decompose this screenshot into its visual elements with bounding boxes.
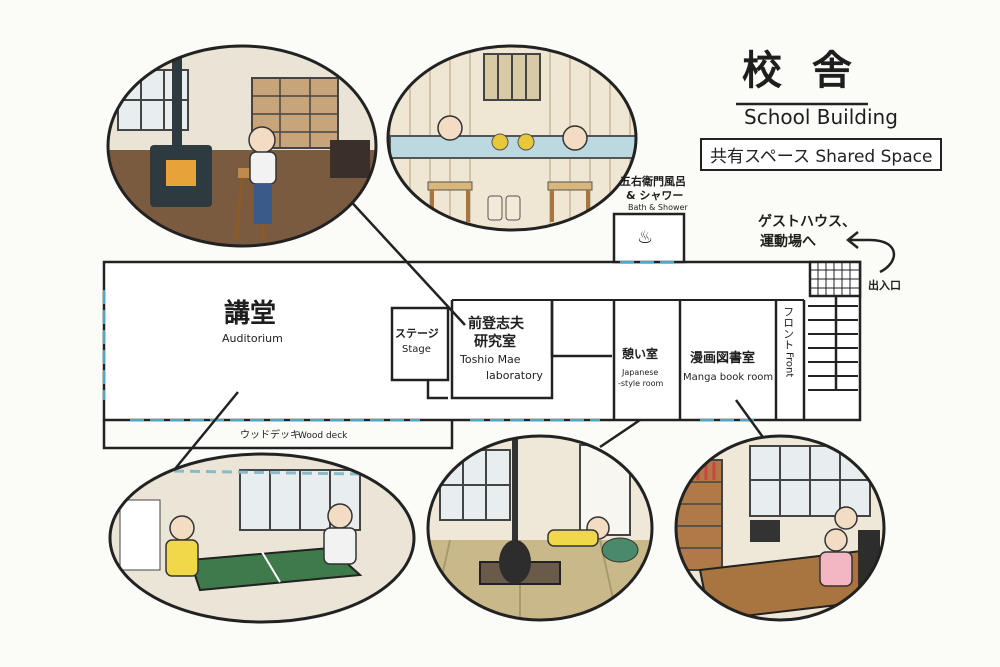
window-accents (103, 261, 760, 421)
floor-plan (102, 212, 862, 450)
stage-label-jp: ステージ (395, 327, 439, 340)
auditorium-label-en: Auditorium (222, 332, 283, 345)
lab-label-en-2: laboratory (486, 369, 543, 382)
vignette-japanese-room (426, 434, 654, 622)
vignette-ping-pong (108, 452, 416, 624)
japanese-room-label-en-2: -style room (618, 379, 664, 388)
title-jp: 校 舎 (742, 48, 860, 94)
entrance-label: 出入口 (868, 279, 901, 292)
front-label-jp: フロント (781, 306, 795, 350)
lab-label-en-1: Toshio Mae (460, 353, 521, 366)
manga-room-label-en: Manga book room (683, 372, 774, 383)
japanese-room-label-en-1: Japanese (622, 368, 659, 377)
shared-space-label: 共有スペース Shared Space (700, 138, 943, 171)
bath-label-en: Bath & Shower (628, 203, 688, 212)
bath-label-jp-2: & シャワー (626, 189, 684, 202)
onsen-icon: ♨ (637, 227, 654, 248)
wood-deck-label-en: Wood deck (298, 431, 348, 441)
connector-lines (169, 194, 767, 476)
guesthouse-label-1: ゲストハウス、 (758, 214, 856, 230)
lab-label-jp-2: 研究室 (474, 334, 516, 350)
lab-label-jp-1: 前登志夫 (468, 316, 524, 332)
guesthouse-arrow (845, 231, 896, 274)
japanese-room-label-jp: 憩い室 (622, 347, 659, 361)
bath-label-jp-1: 五右衛門風呂 (620, 175, 686, 188)
vignette-manga-room (674, 434, 886, 622)
vignette-bath (386, 44, 638, 232)
vignette-lounge (106, 44, 378, 248)
stage-label-en: Stage (402, 344, 431, 355)
guesthouse-label-2: 運動場へ (760, 234, 816, 250)
front-label-en: Front (783, 352, 795, 378)
title-en: School Building (744, 105, 898, 129)
manga-room-label-jp: 漫画図書室 (690, 351, 756, 366)
wood-deck-label-jp: ウッドデッキ (240, 430, 300, 441)
auditorium-label-jp: 講堂 (224, 299, 277, 329)
